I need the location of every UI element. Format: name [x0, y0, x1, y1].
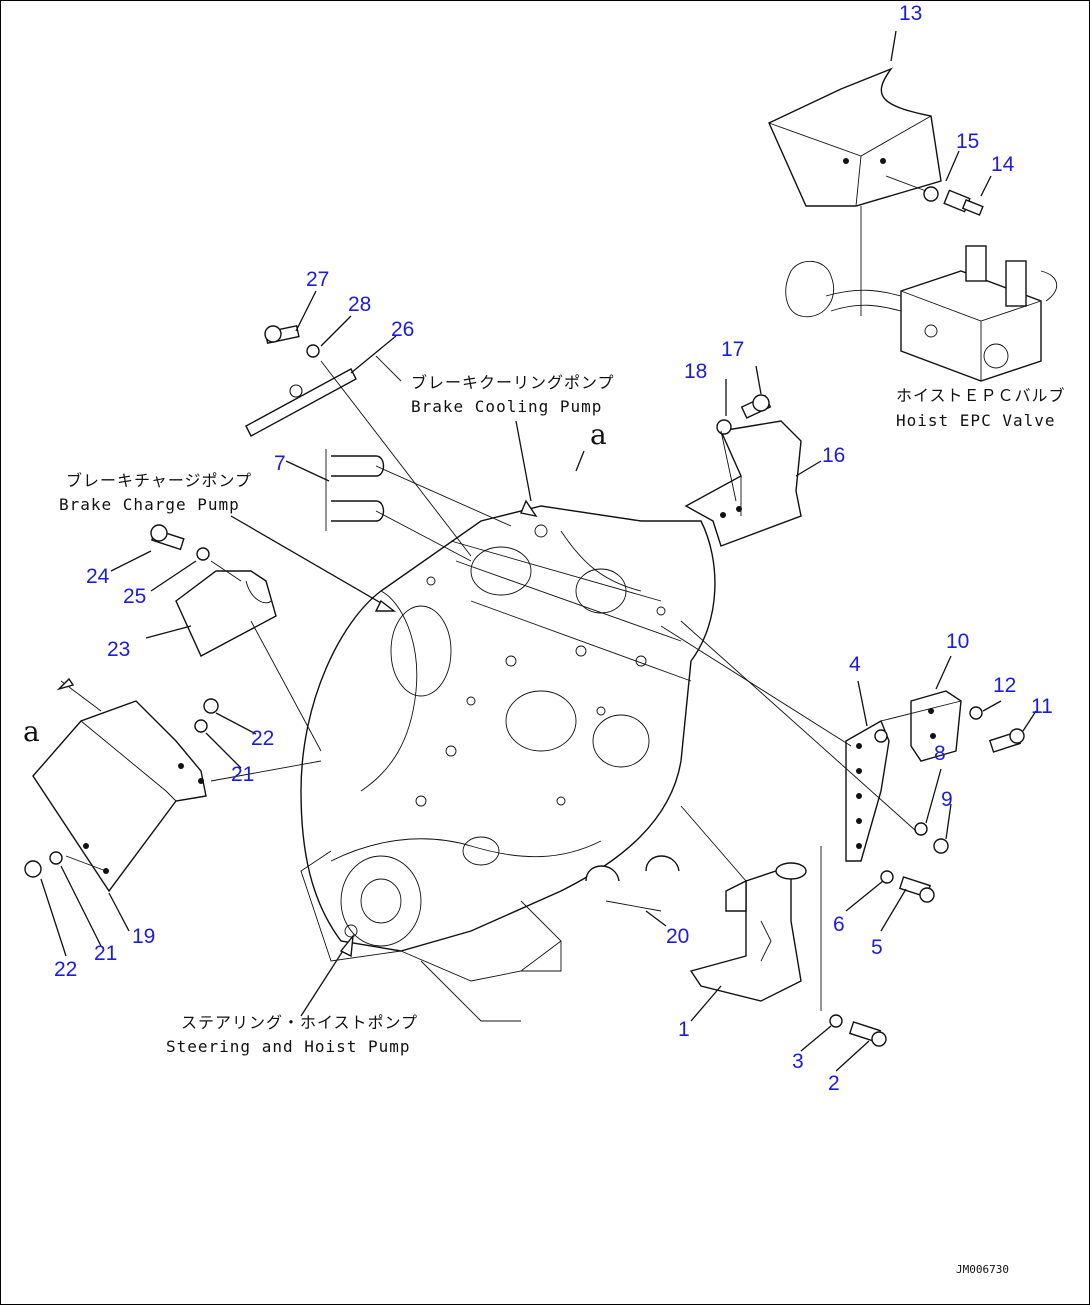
- callout-8: 8: [934, 742, 946, 765]
- callout-18: 18: [684, 360, 708, 383]
- callout-17: 17: [721, 338, 745, 361]
- hoist-epc-valve-label-en: Hoist EPC Valve: [896, 411, 1056, 430]
- fasteners-right: [680, 620, 1025, 1047]
- callout-19: 19: [132, 925, 156, 948]
- drawing-code: JM006730: [956, 1263, 1009, 1276]
- callout-16: 16: [822, 444, 846, 467]
- brake-charge-pump-label-en: Brake Charge Pump: [59, 495, 240, 514]
- pump-assembly: [300, 505, 716, 1022]
- callout-25: 25: [123, 585, 147, 608]
- part-21-22-nuts-washers: [24, 698, 322, 878]
- callout-5: 5: [871, 936, 883, 959]
- callout-23: 23: [107, 638, 131, 661]
- callout-21-upper: 21: [231, 763, 255, 786]
- callout-4: 4: [849, 653, 861, 676]
- part-13-cover: [768, 67, 942, 316]
- part-17-18-bolt-washer: [716, 394, 772, 502]
- reference-mark-a-top: a: [590, 418, 607, 451]
- part-14-15-bolt-washer: [885, 175, 984, 216]
- callout-2: 2: [828, 1072, 840, 1095]
- callout-22-lower: 22: [54, 958, 78, 981]
- callout-14: 14: [991, 153, 1015, 176]
- callout-12: 12: [993, 674, 1017, 697]
- brake-charge-pump-label-jp: ブレーキチャージポンプ: [66, 471, 253, 490]
- callout-21-lower: 21: [94, 942, 118, 965]
- callout-20: 20: [666, 925, 690, 948]
- callout-6: 6: [833, 913, 845, 936]
- callout-9: 9: [941, 788, 953, 811]
- part-4-bracket: [660, 625, 890, 1011]
- hoist-epc-valve-label-jp: ホイストＥＰＣバルブ: [896, 386, 1066, 405]
- callout-15: 15: [956, 130, 980, 153]
- part-7-u-bolts: [325, 449, 512, 562]
- part-16-bracket: [684, 420, 802, 547]
- hoist-epc-valve: [785, 245, 1058, 382]
- reference-mark-a-left: a: [23, 715, 40, 748]
- steering-hoist-pump-label-jp: ステアリング・ホイストポンプ: [181, 1013, 419, 1032]
- part-19-cover: [32, 677, 207, 893]
- steering-hoist-pump-label-en: Steering and Hoist Pump: [166, 1037, 411, 1056]
- callout-28: 28: [348, 293, 372, 316]
- callout-11: 11: [1031, 695, 1053, 718]
- brake-cooling-pump-label-en: Brake Cooling Pump: [411, 397, 603, 416]
- callout-10: 10: [946, 630, 970, 653]
- callout-7: 7: [274, 452, 286, 475]
- part-26-bar: [245, 324, 472, 557]
- callout-24: 24: [86, 565, 110, 588]
- brake-cooling-pump-label-jp: ブレーキクーリングポンプ: [411, 373, 615, 392]
- part-23-plate: [150, 524, 322, 752]
- callout-22-upper: 22: [251, 727, 275, 750]
- part-20-u-bolts: [585, 855, 680, 912]
- callout-13: 13: [899, 2, 923, 25]
- leader-lines: [40, 30, 1037, 1072]
- callout-27: 27: [306, 268, 330, 291]
- callout-26: 26: [391, 318, 415, 341]
- callout-3: 3: [792, 1050, 804, 1073]
- callout-1: 1: [678, 1018, 690, 1041]
- part-1-bracket: [680, 805, 807, 1002]
- part-10-clip: [910, 690, 962, 762]
